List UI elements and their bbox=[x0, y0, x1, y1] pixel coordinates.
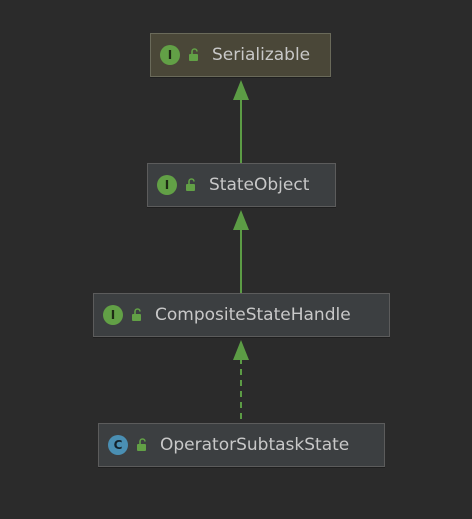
node-label: CompositeStateHandle bbox=[155, 305, 351, 325]
interface-badge-icon: I bbox=[103, 305, 123, 325]
node-stateobject[interactable]: I StateObject bbox=[147, 163, 336, 207]
class-badge-icon: C bbox=[108, 435, 128, 455]
arrowhead-icon bbox=[233, 210, 249, 230]
unlocked-lock-icon bbox=[183, 177, 199, 193]
interface-badge-icon: I bbox=[160, 45, 180, 65]
edge-stateobject-to-serializable bbox=[233, 80, 249, 163]
node-compositestatehandle[interactable]: I CompositeStateHandle bbox=[93, 293, 390, 337]
arrowhead-icon bbox=[233, 340, 249, 360]
node-serializable[interactable]: I Serializable bbox=[150, 33, 331, 77]
unlocked-lock-icon bbox=[129, 307, 145, 323]
node-operatorsubtaskstate[interactable]: C OperatorSubtaskState bbox=[98, 423, 385, 467]
edge-operatorsubtaskstate-to-compositestatehandle bbox=[233, 340, 249, 423]
arrowhead-icon bbox=[233, 80, 249, 100]
node-label: OperatorSubtaskState bbox=[160, 435, 350, 455]
node-label: Serializable bbox=[212, 45, 311, 65]
unlocked-lock-icon bbox=[134, 437, 150, 453]
interface-badge-icon: I bbox=[157, 175, 177, 195]
unlocked-lock-icon bbox=[186, 47, 202, 63]
node-label: StateObject bbox=[209, 175, 310, 195]
edge-compositestatehandle-to-stateobject bbox=[233, 210, 249, 293]
